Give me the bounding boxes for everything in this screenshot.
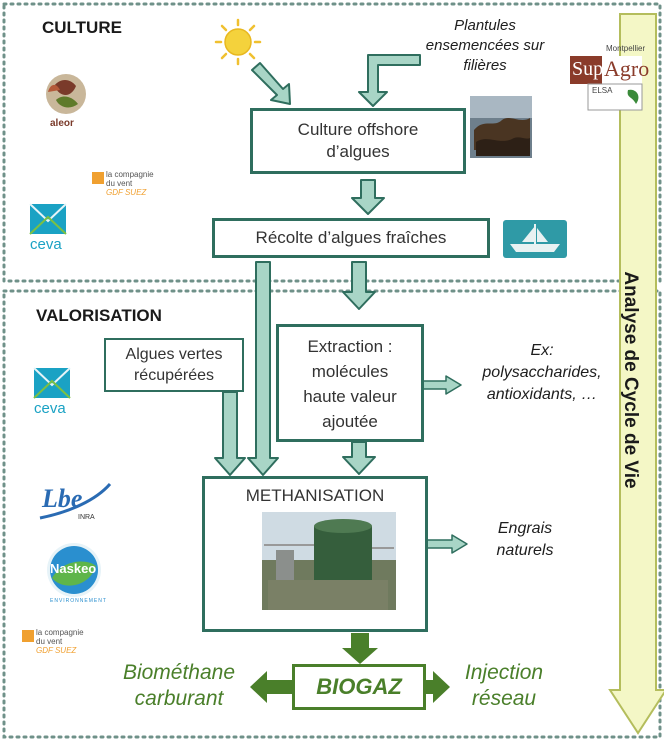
sun-icon bbox=[214, 18, 262, 66]
engrais-line-1: Engrais bbox=[497, 520, 553, 537]
acv-label: Analyse de Cycle de Vie bbox=[620, 271, 641, 489]
elsa-logo-text: ELSA bbox=[592, 86, 613, 95]
plantules-annotation: Plantules ensemencées sur filières bbox=[420, 16, 550, 76]
arrow-methanisation-to-engrais bbox=[426, 534, 468, 554]
extraction-line-1: Extraction : bbox=[307, 337, 393, 356]
injection-annotation: Injection réseau bbox=[448, 660, 560, 712]
methanisation-title: METHANISATION bbox=[245, 486, 385, 505]
algues-vertes-line-2: récupérées bbox=[133, 367, 215, 384]
compagnie-top-line-2: du vent bbox=[106, 179, 133, 188]
agro-logo-text: Agro bbox=[604, 56, 650, 81]
algues-vertes-line-1: Algues vertes bbox=[125, 346, 223, 363]
engrais-annotation: Engrais naturels bbox=[470, 518, 580, 562]
valorisation-section-frame bbox=[2, 289, 662, 739]
extraction-line-4: ajoutée bbox=[322, 412, 378, 431]
naskeo-logo-text: Naskeo bbox=[50, 561, 97, 576]
arrow-plantules-to-culture bbox=[358, 54, 421, 107]
arrow-methanisation-to-biogaz bbox=[342, 633, 378, 664]
extraction-line-2: molécules bbox=[311, 362, 389, 381]
compagnie-logo-text-top: la compagnie du vent GDF SUEZ bbox=[106, 170, 154, 197]
ex-line-2: polysaccharides, bbox=[482, 364, 602, 381]
injection-line-2: réseau bbox=[471, 687, 537, 710]
compagnie-bottom-line-1: la compagnie bbox=[36, 628, 84, 637]
acv-arrow bbox=[608, 13, 664, 735]
boat-icon bbox=[503, 220, 567, 258]
biomethane-annotation: Biométhane carburant bbox=[104, 660, 254, 712]
arrow-biogaz-to-injection bbox=[426, 671, 450, 703]
ex-annotation: Ex: polysaccharides, antioxidants, … bbox=[462, 340, 622, 406]
valorisation-section-title: VALORISATION bbox=[36, 306, 162, 325]
plantules-line-2: ensemencées sur bbox=[425, 37, 545, 54]
lbe-swoosh-icon bbox=[39, 482, 112, 520]
recolte-box: Récolte d’algues fraîches bbox=[212, 218, 490, 258]
arrow-culture-to-recolte bbox=[351, 179, 385, 215]
naskeo-sub-text: ENVIRONNEMENT bbox=[50, 598, 107, 604]
compagnie-logo-square-top bbox=[92, 172, 104, 184]
extraction-box: Extraction : molécules haute valeur ajou… bbox=[276, 324, 424, 442]
plantules-line-3: filières bbox=[463, 57, 507, 74]
culture-section-title: CULTURE bbox=[42, 18, 122, 37]
arrow-algues-vertes-to-methanisation bbox=[214, 391, 246, 476]
arrow-extraction-to-ex bbox=[422, 375, 462, 395]
supagro-logo-icon bbox=[570, 56, 643, 111]
lbe-logo-text: Lbe bbox=[42, 484, 83, 513]
biogaz-box: BIOGAZ bbox=[292, 664, 426, 710]
plantules-line-1: Plantules bbox=[454, 17, 516, 34]
compagnie-top-line-1: la compagnie bbox=[106, 170, 154, 179]
inra-logo-text: INRA bbox=[78, 514, 95, 521]
ceva-logo-icon-bottom bbox=[33, 367, 71, 399]
culture-offshore-line-1: Culture offshore bbox=[297, 120, 419, 139]
compagnie-logo-square-bottom bbox=[22, 630, 34, 642]
arrow-extraction-to-methanisation bbox=[342, 441, 376, 475]
arrow-biogaz-to-biomethane bbox=[250, 671, 292, 703]
compagnie-logo-text-bottom: la compagnie du vent GDF SUEZ bbox=[36, 628, 84, 655]
extraction-line-3: haute valeur bbox=[303, 387, 397, 406]
montpellier-logo-text: Montpellier bbox=[606, 44, 646, 53]
arrow-recolte-to-extraction bbox=[342, 261, 376, 310]
ceva-logo-text-top: ceva bbox=[30, 236, 62, 253]
injection-line-1: Injection bbox=[464, 661, 544, 684]
arrow-recolte-to-methanisation bbox=[247, 261, 279, 476]
ceva-logo-icon-top bbox=[29, 203, 67, 235]
ex-line-3: antioxidants, … bbox=[486, 386, 598, 403]
biomethane-line-1: Biométhane bbox=[122, 661, 236, 684]
seedlings-photo bbox=[470, 96, 532, 158]
aleor-logo-icon bbox=[46, 74, 86, 114]
compagnie-top-line-3: GDF SUEZ bbox=[106, 188, 147, 197]
ceva-logo-text-bottom: ceva bbox=[34, 400, 66, 417]
culture-offshore-box: Culture offshore d’algues bbox=[250, 108, 466, 174]
algues-vertes-box: Algues vertes récupérées bbox=[104, 338, 244, 392]
compagnie-bottom-line-2: du vent bbox=[36, 637, 63, 646]
engrais-line-2: naturels bbox=[496, 542, 554, 559]
culture-section-frame bbox=[2, 2, 662, 283]
aleor-logo-text: aleor bbox=[50, 118, 74, 129]
methanisation-box: METHANISATION bbox=[202, 476, 428, 632]
methaniser-photo bbox=[262, 512, 396, 610]
arrow-sun-to-culture bbox=[251, 62, 291, 105]
ex-line-1: Ex: bbox=[530, 342, 554, 359]
culture-offshore-line-2: d’algues bbox=[326, 142, 390, 161]
biomethane-line-2: carburant bbox=[134, 687, 224, 710]
naskeo-logo-icon bbox=[47, 543, 101, 597]
compagnie-bottom-line-3: GDF SUEZ bbox=[36, 646, 77, 655]
sup-logo-text: Sup bbox=[572, 58, 604, 80]
